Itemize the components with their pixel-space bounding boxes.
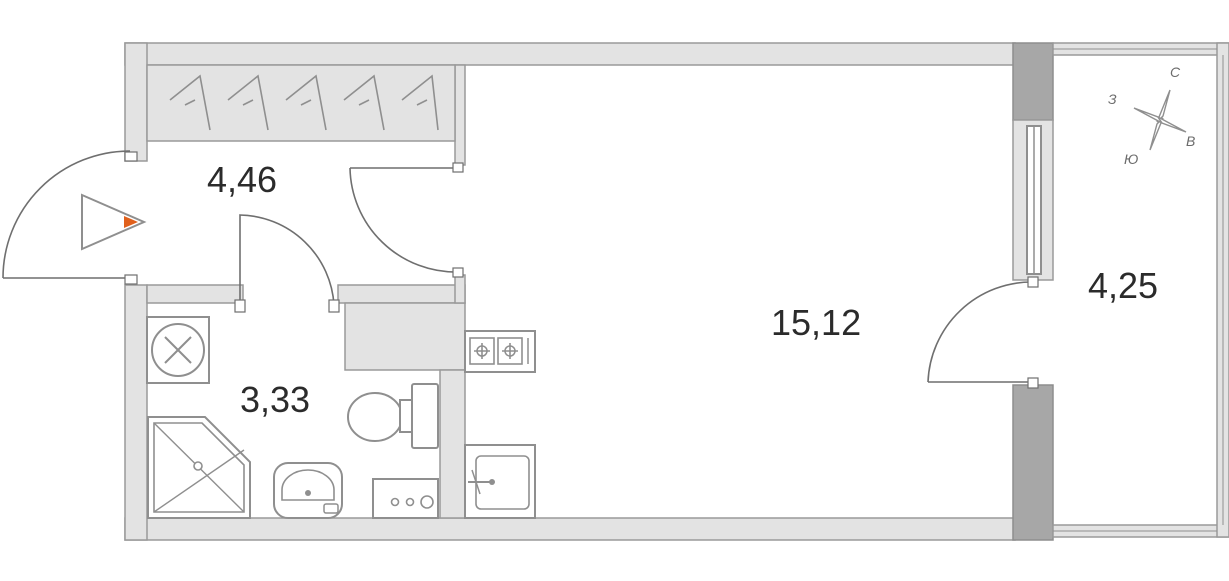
compass-east: В bbox=[1186, 133, 1195, 149]
bath-area: 3,33 bbox=[240, 379, 310, 420]
hall-area: 4,46 bbox=[207, 159, 277, 200]
hall-right-wall-upper bbox=[454, 64, 466, 166]
compass-rose-icon: С В Ю З bbox=[1108, 64, 1195, 167]
toilet bbox=[347, 392, 403, 442]
hall-right-wall-lower bbox=[454, 274, 466, 304]
toilet-tank bbox=[411, 383, 439, 449]
washing-machine bbox=[372, 478, 439, 519]
bathroom-door bbox=[239, 214, 335, 306]
balcony-door bbox=[927, 281, 1034, 383]
bath-top-wall-right bbox=[337, 284, 466, 304]
living-area: 15,12 bbox=[771, 302, 861, 343]
compass-north: С bbox=[1170, 64, 1181, 80]
shaft bbox=[344, 302, 466, 371]
walls bbox=[124, 42, 1054, 541]
bathroom-fixtures bbox=[146, 316, 439, 519]
bath-top-wall-left bbox=[146, 284, 244, 304]
entrance-door bbox=[2, 150, 131, 279]
wardrobe bbox=[146, 64, 456, 142]
compass-west: З bbox=[1108, 91, 1117, 107]
entrance-arrow-icon bbox=[81, 193, 147, 251]
left-wall-lower bbox=[124, 284, 148, 541]
left-wall-upper bbox=[124, 42, 148, 162]
toilet-neck bbox=[399, 399, 413, 433]
living-room-door bbox=[349, 167, 459, 273]
hanger-icon bbox=[169, 74, 439, 131]
right-wall-lower bbox=[1012, 384, 1054, 541]
balcony-area: 4,25 bbox=[1088, 265, 1158, 306]
doors bbox=[2, 150, 1039, 389]
top-wall bbox=[124, 42, 1016, 66]
kitchen-fixtures bbox=[464, 330, 536, 519]
bath-right-wall bbox=[439, 369, 466, 519]
compass-south: Ю bbox=[1124, 151, 1138, 167]
balcony bbox=[1052, 42, 1229, 538]
bottom-wall bbox=[124, 517, 1016, 541]
right-wall-upper bbox=[1012, 42, 1054, 121]
